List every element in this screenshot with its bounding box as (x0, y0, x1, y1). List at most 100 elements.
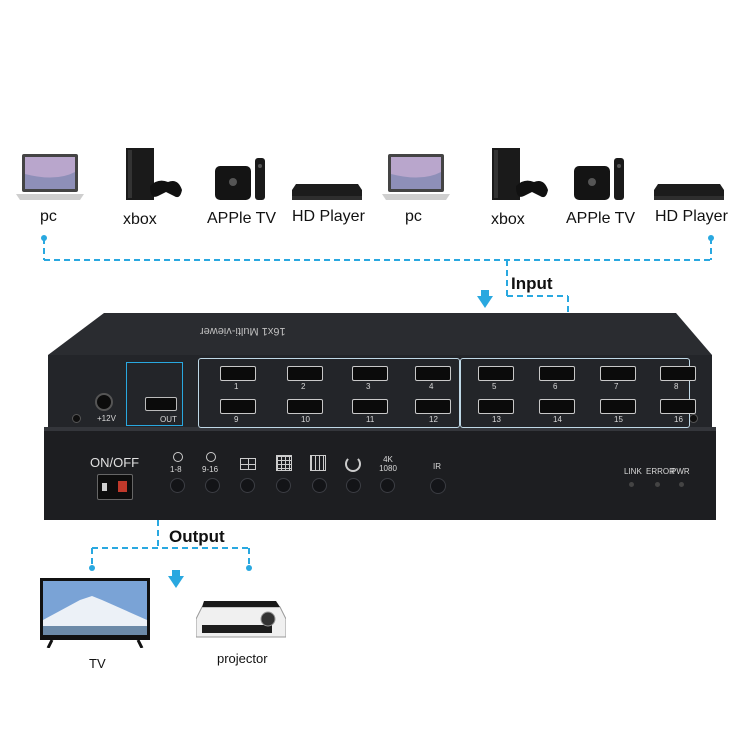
port-number: 3 (366, 382, 371, 391)
front-button[interactable] (205, 478, 220, 493)
led-indicator (655, 482, 660, 487)
port-number: 4 (429, 382, 434, 391)
apple-tv-icon (215, 158, 265, 200)
input-label: Input (511, 274, 553, 293)
apple-tv-icon (574, 158, 624, 200)
multi-layout-icon (310, 455, 326, 471)
port-number: 8 (674, 382, 679, 391)
hdmi-port-8 (660, 366, 696, 381)
source-label: HD Player (655, 208, 728, 225)
refresh-icon (345, 456, 361, 472)
source-label: xbox (491, 211, 525, 228)
port-number: 1 (234, 382, 239, 391)
front-button[interactable] (312, 478, 327, 493)
game-console-icon (492, 148, 548, 200)
source-apple-tv-1 (213, 158, 269, 200)
screw (72, 414, 81, 423)
port-number: 10 (301, 415, 310, 424)
led-indicator (679, 482, 684, 487)
output-label-tv: TV (89, 656, 106, 671)
screw (689, 414, 698, 423)
front-button[interactable] (170, 478, 185, 493)
hdmi-port-4 (415, 366, 451, 381)
tv-icon (40, 578, 150, 649)
hdmi-port-1 (220, 366, 256, 381)
hdmi-port-15 (600, 399, 636, 414)
rotate-icon (173, 452, 183, 462)
port-number: 15 (614, 415, 623, 424)
source-label: pc (40, 208, 57, 225)
source-pc-1 (16, 152, 84, 204)
port-number: 7 (614, 382, 619, 391)
port-number: 2 (301, 382, 306, 391)
device-top-text: 16x1 Multi-viewer (200, 325, 286, 337)
source-label: HD Player (292, 208, 365, 225)
arrow-down-icon (477, 290, 493, 308)
led-label: ERROR (646, 467, 675, 476)
port-number: 13 (492, 415, 501, 424)
front-button[interactable] (240, 478, 255, 493)
source-xbox-2 (488, 148, 548, 203)
arrow-down-icon (168, 570, 184, 588)
media-player-icon (292, 184, 362, 200)
source-xbox-1 (122, 148, 182, 203)
port-number: 11 (366, 415, 375, 424)
led-label: LINK (624, 467, 642, 476)
rotate-icon (206, 452, 216, 462)
laptop-icon (382, 154, 450, 200)
front-button[interactable] (380, 478, 395, 493)
hdmi-port-7 (600, 366, 636, 381)
out-port-frame (126, 362, 183, 426)
hdmi-port-13 (478, 399, 514, 414)
button-label: 4K 1080 (379, 455, 397, 473)
port-number: 9 (234, 415, 239, 424)
front-button[interactable] (276, 478, 291, 493)
hdmi-port-3 (352, 366, 388, 381)
hdmi-port-2 (287, 366, 323, 381)
ir-label: IR (433, 462, 441, 471)
onoff-label: ON/OFF (90, 455, 140, 470)
input-port-group-frame (460, 358, 690, 428)
port-number: 5 (492, 382, 497, 391)
hdmi-port-out (145, 397, 177, 411)
projector-icon (195, 601, 287, 638)
output-projector (195, 597, 287, 647)
source-hd-player-2 (654, 180, 724, 202)
port-number: 14 (553, 415, 562, 424)
port-number: 12 (429, 415, 438, 424)
output-label-projector: projector (217, 651, 268, 666)
port-number: 16 (674, 415, 683, 424)
led-indicator (629, 482, 634, 487)
power-label: +12V (97, 414, 116, 423)
source-apple-tv-2 (572, 158, 628, 200)
hdmi-port-6 (539, 366, 575, 381)
power-jack (95, 393, 113, 411)
hdmi-port-16 (660, 399, 696, 414)
front-button[interactable] (346, 478, 361, 493)
grid-layout-icon (276, 455, 292, 471)
laptop-icon (16, 154, 84, 200)
media-player-icon (654, 184, 724, 200)
hdmi-port-14 (539, 399, 575, 414)
output-tv (40, 578, 150, 649)
output-label: Output (169, 527, 225, 546)
power-switch[interactable] (97, 474, 133, 500)
led-label: PWR (671, 467, 690, 476)
source-hd-player-1 (292, 180, 362, 202)
out-label: OUT (160, 415, 177, 424)
hdmi-port-12 (415, 399, 451, 414)
source-label: pc (405, 208, 422, 225)
input-port-group-frame (198, 358, 460, 428)
hdmi-port-11 (352, 399, 388, 414)
hdmi-port-10 (287, 399, 323, 414)
port-number: 6 (553, 382, 558, 391)
source-pc-2 (382, 152, 450, 204)
source-label: xbox (123, 211, 157, 228)
hdmi-port-9 (220, 399, 256, 414)
game-console-icon (126, 148, 182, 200)
quad-layout-icon (240, 458, 256, 470)
hdmi-port-5 (478, 366, 514, 381)
source-label: APPle TV (566, 210, 636, 227)
button-label: 1-8 (170, 465, 182, 474)
button-label: 9-16 (202, 465, 219, 474)
